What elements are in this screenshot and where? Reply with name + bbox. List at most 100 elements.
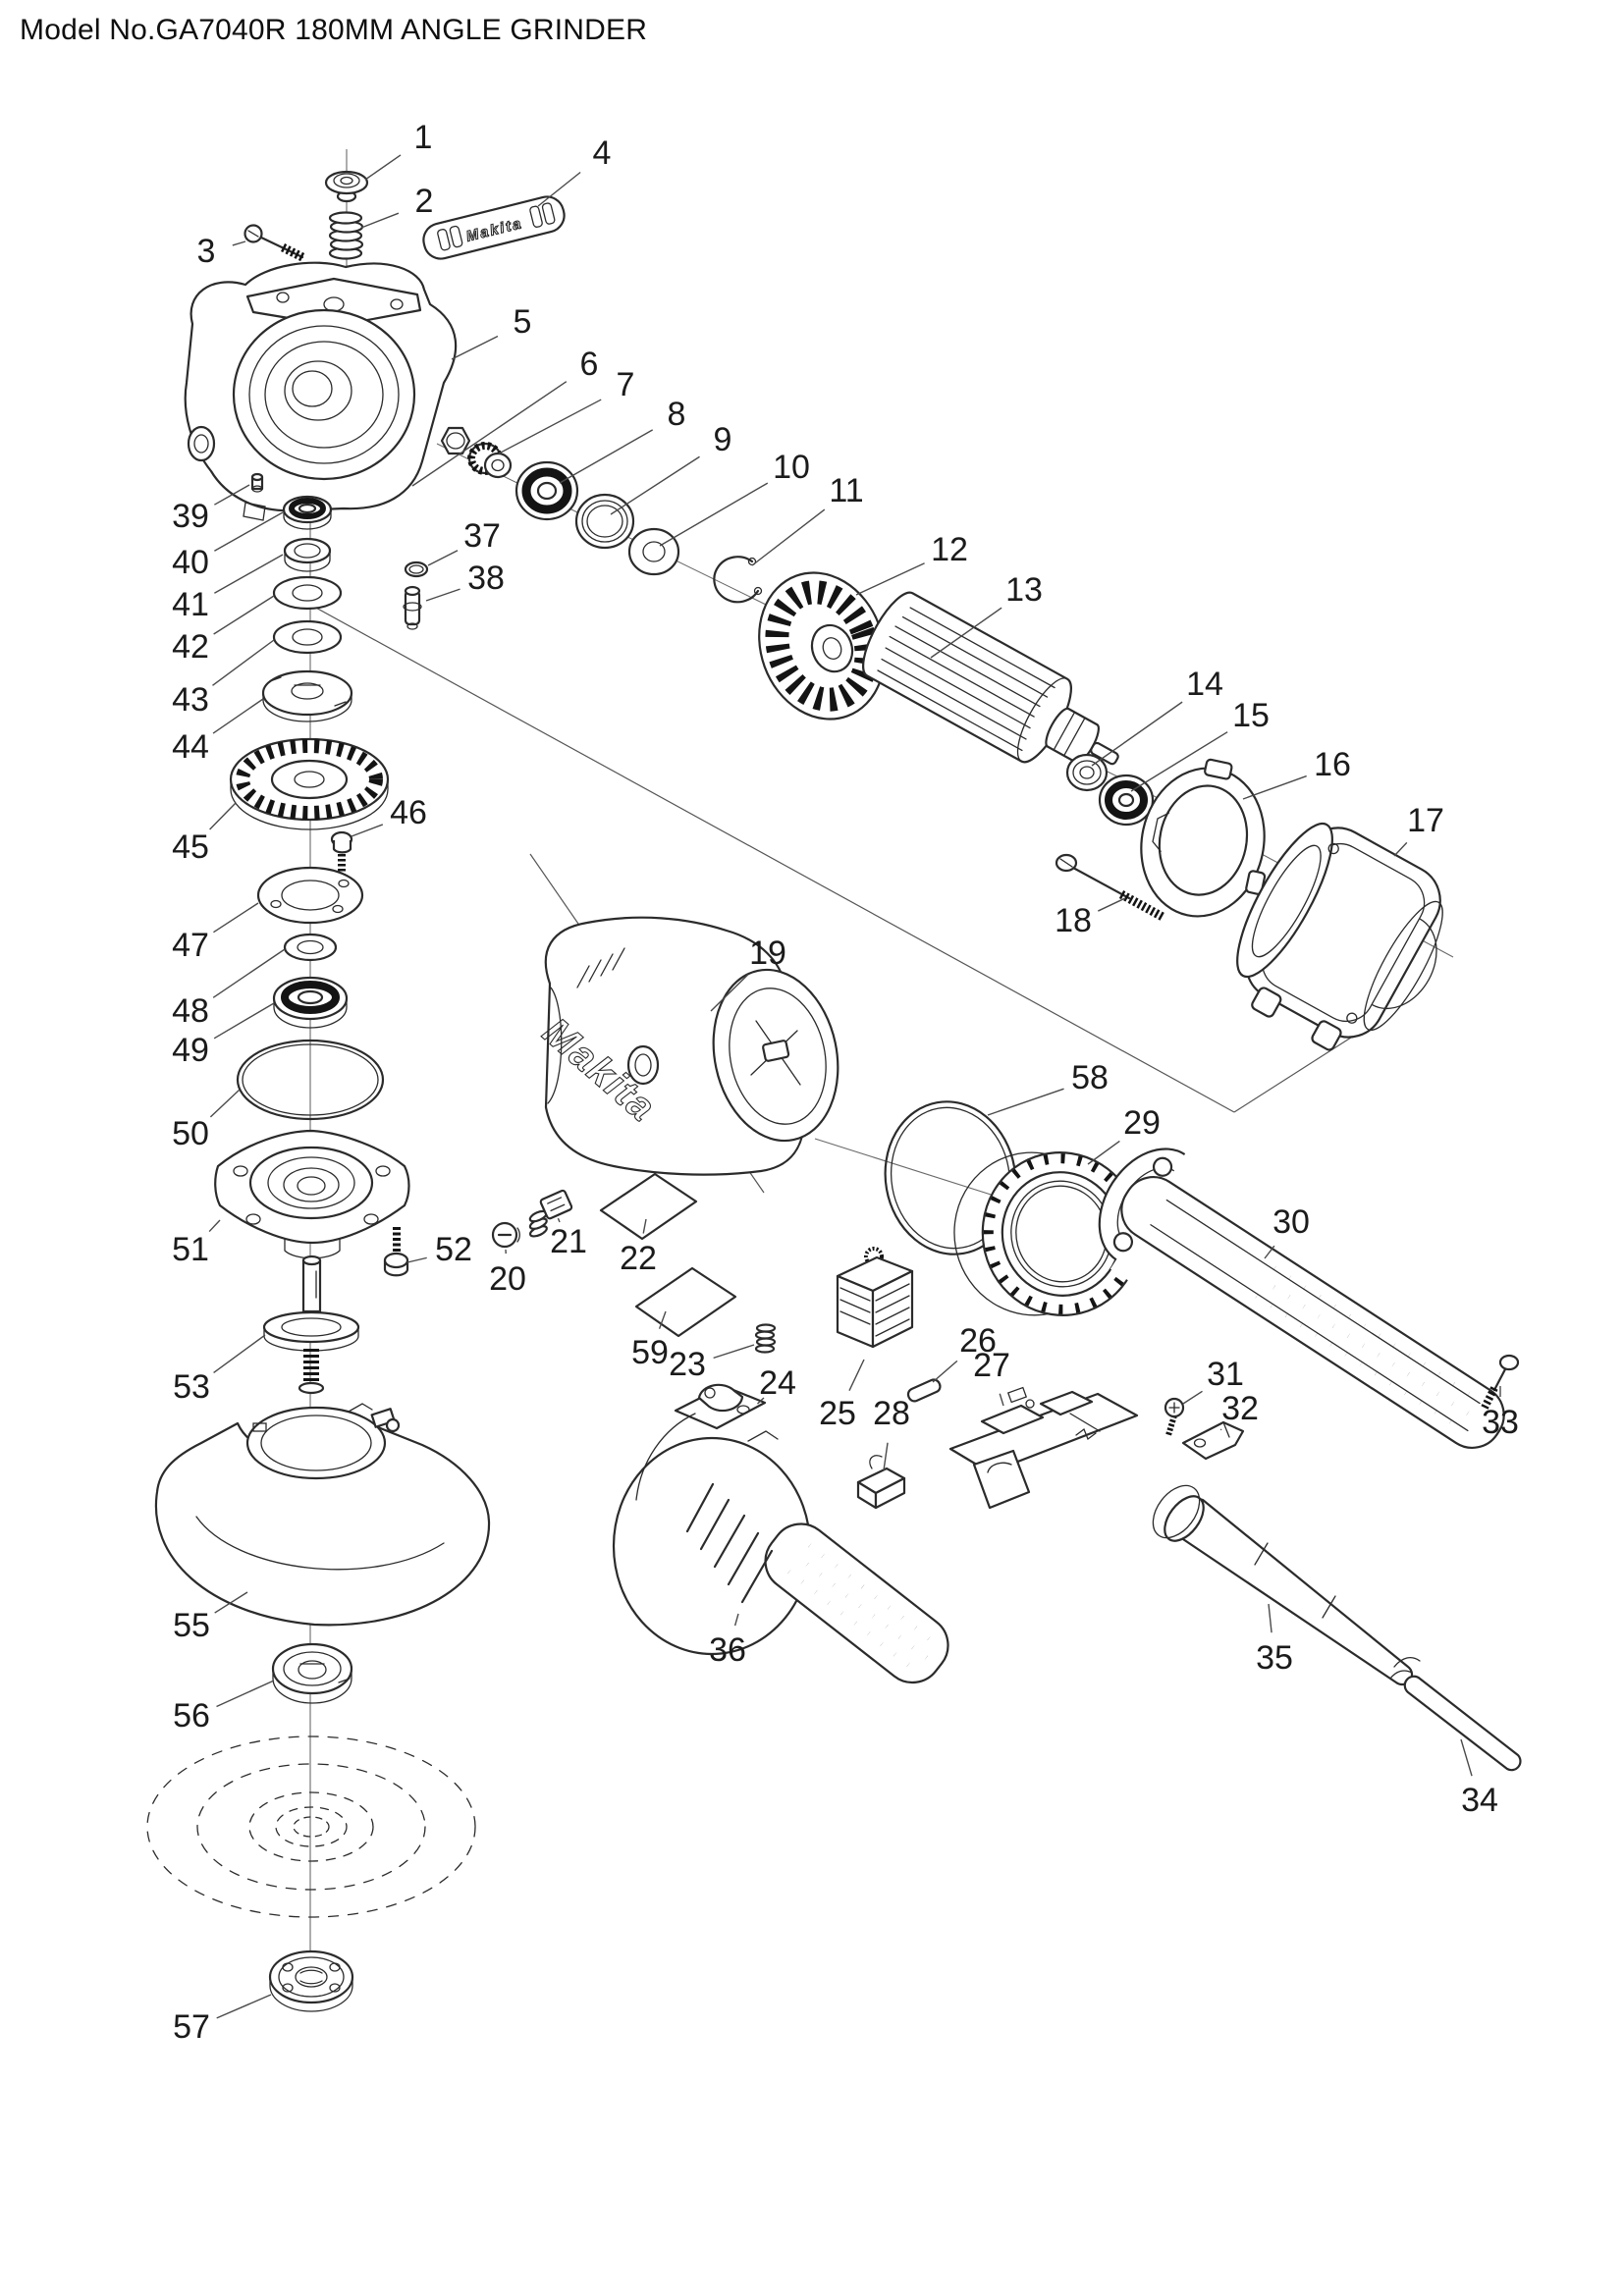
leader-line-46 — [351, 824, 384, 837]
leader-line-12 — [855, 562, 925, 596]
leader-line-44 — [212, 698, 264, 734]
part-label-10: 10 — [773, 449, 810, 486]
part-52-screw — [383, 1227, 409, 1277]
leader-line-57 — [216, 1994, 272, 2019]
part-39-pin — [250, 472, 264, 493]
part-label-56: 56 — [173, 1697, 210, 1735]
part-9-ring — [574, 493, 635, 550]
part-34-power-cord — [1389, 1656, 1522, 1772]
part-label-20: 20 — [489, 1260, 526, 1298]
leader-line-40 — [214, 511, 284, 552]
part-label-34: 34 — [1461, 1782, 1498, 1819]
part-label-44: 44 — [172, 728, 209, 766]
part-15-ball-bearing — [1098, 774, 1155, 827]
leader-line-48 — [212, 948, 286, 998]
leader-line-34 — [1460, 1738, 1473, 1777]
part-42-flat-washer — [272, 575, 343, 611]
part-label-31: 31 — [1207, 1356, 1244, 1393]
part-label-3: 3 — [197, 233, 216, 270]
part-label-13: 13 — [1005, 571, 1043, 609]
leader-line-22 — [642, 1218, 647, 1234]
leader-line-30 — [1264, 1245, 1275, 1259]
part-40-ball-bearing — [282, 495, 333, 530]
part-label-17: 17 — [1407, 802, 1444, 839]
leader-line-38 — [425, 588, 460, 602]
part-3-bolt — [244, 224, 307, 263]
part-17-field-stator — [1236, 822, 1443, 1051]
part-50-o-ring — [236, 1039, 385, 1121]
leader-line-13 — [930, 607, 1002, 659]
leader-line-39 — [214, 484, 250, 506]
part-label-26: 26 — [959, 1322, 997, 1360]
leader-line-21 — [557, 1217, 561, 1223]
leader-line-11 — [751, 508, 826, 566]
part-12-fan — [758, 571, 886, 721]
leader-line-6 — [411, 381, 568, 487]
part-label-9: 9 — [714, 421, 732, 458]
part-label-53: 53 — [173, 1368, 210, 1406]
part-label-12: 12 — [931, 531, 968, 568]
part-label-33: 33 — [1482, 1404, 1519, 1441]
leader-line-27 — [999, 1393, 1004, 1407]
leader-line-10 — [659, 482, 769, 547]
part-6-hex-nut — [440, 426, 471, 455]
leader-line-2 — [360, 212, 400, 229]
part-label-43: 43 — [172, 681, 209, 719]
part-57-lock-nut — [268, 1949, 354, 2012]
part-label-4: 4 — [593, 134, 612, 172]
leader-line-32 — [1219, 1428, 1222, 1431]
part-label-52: 52 — [435, 1231, 472, 1268]
part-44-clamp-plate — [261, 669, 353, 722]
leader-line-24 — [757, 1397, 765, 1405]
part-18-long-screw — [1055, 853, 1165, 921]
leader-line-47 — [213, 902, 259, 934]
part-43-flat-washer — [272, 619, 343, 655]
part-label-46: 46 — [390, 794, 427, 831]
part-28-carbon-brush — [856, 1455, 906, 1510]
leader-line-1 — [364, 154, 402, 181]
part-label-37: 37 — [463, 517, 501, 555]
leader-line-3 — [232, 240, 246, 246]
part-51-bearing-box — [214, 1129, 410, 1259]
part-24-holder — [674, 1383, 767, 1430]
part-label-40: 40 — [172, 544, 209, 581]
grinding-disc — [146, 1735, 476, 1918]
leader-line-59 — [658, 1310, 667, 1329]
leader-line-14 — [1091, 701, 1183, 767]
part-53-spindle — [262, 1255, 360, 1395]
part-label-29: 29 — [1123, 1104, 1161, 1142]
part-label-59: 59 — [631, 1334, 669, 1371]
leader-line-16 — [1242, 774, 1307, 800]
leader-line-7 — [498, 399, 602, 454]
part-label-30: 30 — [1272, 1203, 1310, 1241]
part-16-bearing-retainer — [1140, 758, 1267, 918]
part-label-57: 57 — [173, 2008, 210, 2046]
part-label-7: 7 — [617, 366, 635, 403]
part-32-terminal-plate — [1181, 1420, 1245, 1461]
part-19-motor-housing: Makita — [534, 916, 839, 1176]
part-label-19: 19 — [749, 934, 786, 972]
part-label-28: 28 — [873, 1395, 910, 1432]
part-48-washer — [283, 933, 338, 962]
part-5-gear-housing — [184, 261, 458, 521]
part-label-38: 38 — [467, 560, 505, 597]
leader-line-58 — [987, 1088, 1064, 1116]
leader-line-15 — [1130, 731, 1228, 792]
leader-line-35 — [1268, 1603, 1272, 1633]
part-25-controller — [836, 1247, 914, 1349]
part-1-cap — [324, 170, 369, 203]
part-35-cord-guard — [1152, 1484, 1414, 1686]
leader-line-4 — [537, 171, 581, 207]
leader-line-18 — [1098, 897, 1126, 912]
part-label-22: 22 — [620, 1240, 657, 1277]
part-label-32: 32 — [1221, 1390, 1259, 1427]
part-label-18: 18 — [1055, 902, 1092, 939]
part-label-58: 58 — [1071, 1059, 1109, 1096]
part-55-wheel-guard — [154, 1403, 491, 1627]
part-label-25: 25 — [819, 1395, 856, 1432]
part-label-11: 11 — [829, 472, 863, 509]
leader-line-26 — [932, 1360, 958, 1383]
part-47-flange-plate — [256, 866, 364, 925]
